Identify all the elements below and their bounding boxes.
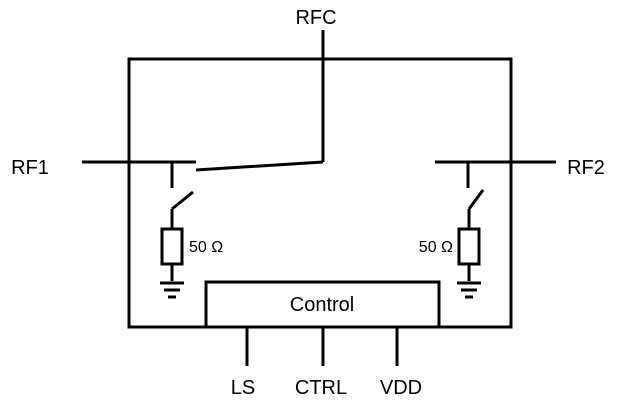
rf2-termination-resistor: [457, 227, 481, 266]
ls-label: LS: [231, 377, 255, 399]
ctrl-label: CTRL: [295, 377, 347, 399]
rf2-termination-label: 50 Ω: [419, 239, 453, 256]
rf2-ground-icon: [457, 281, 481, 299]
vdd-label: VDD: [380, 377, 422, 399]
rfc-label: RFC: [295, 7, 336, 29]
rf1-termination-resistor: [160, 227, 184, 266]
package-outline: [127, 57, 513, 329]
rf1-ground-icon: [160, 281, 184, 299]
rf1-label: RF1: [11, 157, 49, 179]
rf1-termination-label: 50 Ω: [189, 239, 223, 256]
rf2-label: RF2: [567, 157, 605, 179]
rf1-series-switch: [195, 160, 324, 172]
rf2-shunt-switch: [467, 189, 485, 210]
control-label: Control: [290, 294, 354, 316]
rf1-shunt-switch: [171, 190, 194, 211]
